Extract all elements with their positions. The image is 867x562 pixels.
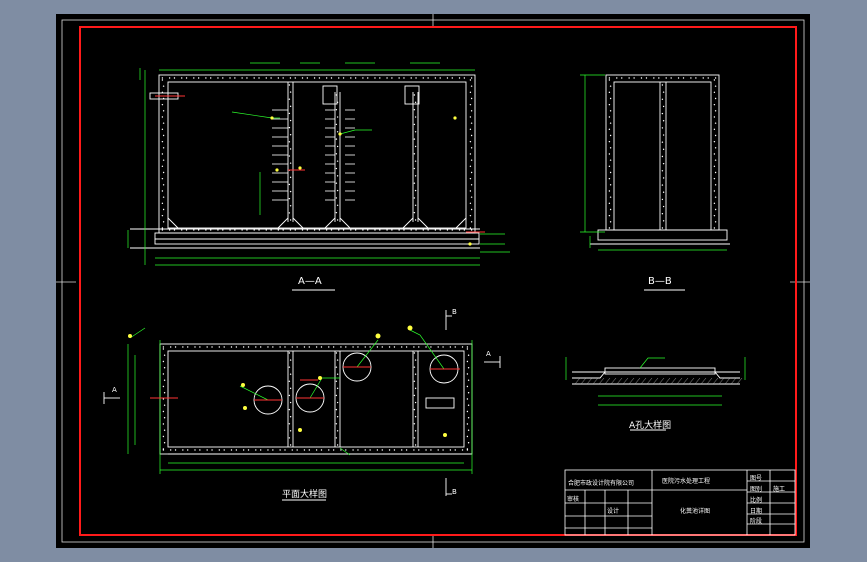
callout-points-plan — [128, 325, 447, 437]
title-block — [564, 469, 796, 536]
title-block-designed: 设计 — [607, 508, 620, 515]
rebar-dots-plan — [162, 346, 470, 451]
title-block-sheet-value: 施工 — [773, 486, 786, 493]
title-block-checked: 审核 — [567, 496, 580, 503]
plan-view-title: 平面大样图 — [282, 490, 328, 500]
section-aa-view — [130, 74, 480, 249]
title-block-scale: 比例 — [750, 497, 763, 504]
drawing-sheet — [56, 14, 810, 548]
registration-marks — [56, 14, 810, 548]
section-bb-title: B—B — [648, 276, 672, 287]
section-markers-plan — [103, 310, 501, 496]
callout-points-aa — [270, 116, 472, 246]
hole-detail-view — [572, 367, 740, 385]
title-block-project: 医院污水处理工程 — [662, 478, 711, 485]
title-block-stage: 阶段 — [750, 518, 763, 525]
section-aa-title: A—A — [298, 276, 322, 287]
rebar-dots-bb — [608, 77, 717, 229]
section-bb-view — [590, 74, 730, 245]
section-cut-marks-plan — [150, 366, 460, 401]
section-cut-marks-aa — [155, 95, 485, 233]
plan-marker-b-top: B — [452, 308, 457, 316]
hatch-detail — [574, 377, 743, 385]
title-block-drawing-name: 化粪池详图 — [680, 508, 711, 515]
plan-marker-b-bottom: B — [452, 488, 457, 496]
red-drawing-frame — [79, 26, 797, 536]
ladder-rungs — [272, 109, 355, 201]
plan-marker-a-left: A — [112, 386, 117, 394]
title-block-sheet-label: 图别 — [750, 486, 763, 493]
dimensions-detail — [565, 357, 746, 406]
plan-marker-a-right: A — [486, 350, 491, 358]
title-block-company: 合肥市政设计院有限公司 — [568, 480, 635, 487]
title-block-date: 日期 — [750, 508, 763, 515]
rebar-dots-aa — [161, 77, 473, 231]
dimensions-plan — [127, 327, 473, 474]
hole-detail-title: A孔大样图 — [629, 421, 672, 431]
dimensions-aa — [127, 62, 510, 266]
title-block-drawing-no: 图号 — [750, 475, 763, 482]
dimensions-bb — [580, 74, 727, 251]
